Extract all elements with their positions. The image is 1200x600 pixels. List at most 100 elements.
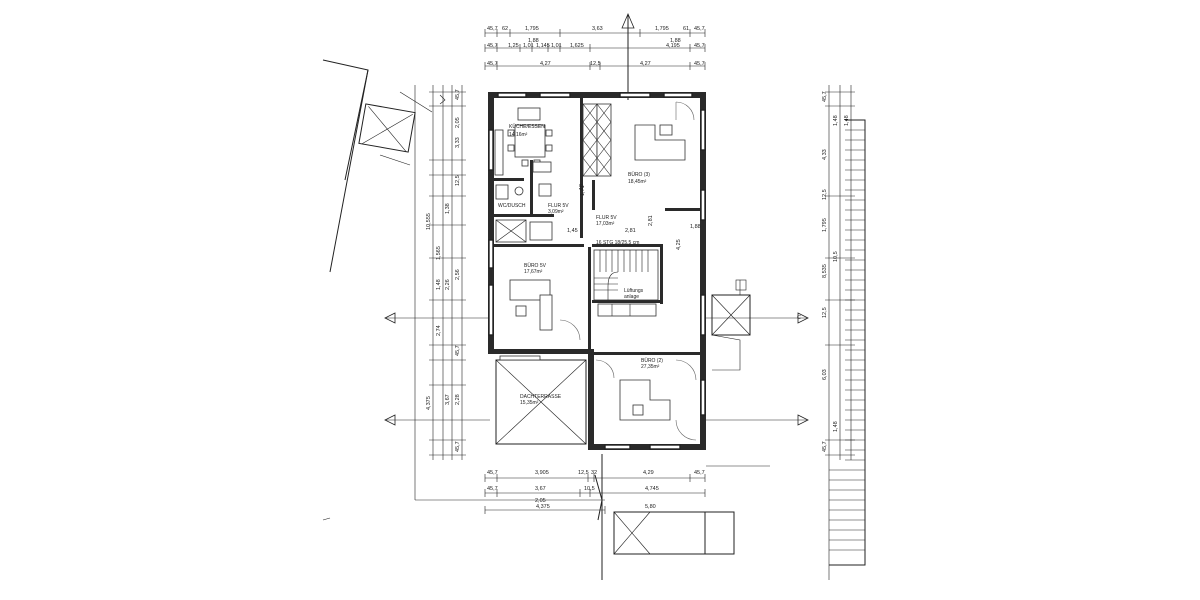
dim-bot-1: 45,7 [487,470,498,476]
dim-top-5: 1,795 [655,26,669,32]
right-dimension-lines: 45,7 1,48 4,33 12,5 1,795 8,535 10,5 12,… [822,85,866,580]
dim-top-8: 1,88 [528,38,539,44]
room-name-ventilation: Lüftungs [624,288,644,294]
wardrobe-storage [582,103,612,177]
dim-right-5: 1,795 [822,218,828,232]
dim-left-10: 2,74 [436,325,442,336]
dim-left-16: 2,56 [455,269,461,280]
dim-bot-8: 3,67 [535,486,546,492]
room-sub-ventilation: anlage [624,294,639,300]
dim-bot-11: 2,05 [535,498,546,504]
dim-left-2: 2,05 [455,117,461,128]
bottom-dimension-lines: 45,7 3,905 12,5 32 4,29 45,7 45,7 3,67 1… [484,470,706,514]
dim-top-11: 1,25 [508,43,519,49]
dim-int-1: 18 [579,184,585,190]
room-name-kitchen: KÜCHE/ESSEN [509,123,545,130]
dim-top-3: 1,795 [525,26,539,32]
interior-dimensions: 18 1,45 1,71 2,81 2,81 1,88 4,25 [567,184,701,250]
room-area-office-3: 18,45m² [628,179,647,185]
room-name-roof-terrace: DACHTERRASSE [520,394,562,400]
wc-fixtures [495,183,553,243]
dim-int-3: 1,71 [580,185,586,196]
room-name-wc: WC/DUSCH [498,203,526,209]
dim-int-4: 2,81 [625,228,636,234]
north-marker: C [797,315,801,321]
room-area-kitchen: 14,16m² [509,132,528,138]
roof-terrace [495,355,587,445]
left-dimension-lines: 45,7 2,05 3,33 12,5 1,38 10,555 1,565 2,… [384,85,605,501]
dim-left-4: 12,5 [455,175,461,186]
dim-int-7: 4,25 [676,239,682,250]
dim-bot-7: 45,7 [487,486,498,492]
dim-top-9: 1,88 [670,38,681,44]
dim-bot-2: 3,905 [535,470,549,476]
dim-right-7: 10,5 [833,251,839,262]
top-dimension-lines: 45,7 62 1,795 3,63 1,795 61 45,7 1,88 1,… [484,26,706,70]
dim-left-12: 4,375 [426,396,432,410]
right-structures: C [706,279,809,426]
dim-top-12: 1,01 [523,43,534,49]
dim-top-6: 61 [683,26,689,32]
dim-left-14: 2,28 [455,394,461,405]
room-area-office-4: 17,67m² [524,269,543,275]
stair [593,249,659,301]
dim-bot-10: 4,745 [645,486,659,492]
exterior-walls [488,92,706,450]
kitchen-fixtures [494,107,553,176]
office-3-furniture [634,101,695,161]
dim-right-12: 1,48 [844,115,850,126]
dim-top-7: 45,7 [694,26,705,32]
dim-bot-9: 10,5 [584,486,595,492]
dim-right-9: 6,03 [822,369,828,380]
dim-top-22: 45,7 [694,61,705,67]
dim-right-1: 45,7 [822,91,828,102]
dim-right-3: 4,33 [822,149,828,160]
dim-left-6: 10,555 [426,213,432,230]
dim-bot-4: 32 [591,470,597,476]
dim-top-20: 12,5 [590,61,601,67]
dim-left-1: 45,7 [455,89,461,100]
dim-top-13: 1,145 [536,43,550,49]
dim-int-5: 2,81 [648,215,654,226]
room-labels: KÜCHE/ESSEN 14,16m² BÜRO (3) 18,45m² WC/… [498,123,663,406]
dim-bot-3: 12,5 [578,470,589,476]
room-area-roof-terrace: 15,35m² [520,400,539,406]
dim-left-11: 45,7 [455,345,461,356]
dim-top-18: 45,7 [487,61,498,67]
dim-bot-6: 45,7 [694,470,705,476]
stair-label: 16 STG 18/25,5 cm [596,240,639,246]
dim-right-2: 1,48 [833,115,839,126]
dim-top-15: 1,625 [570,43,584,49]
dim-int-2: 1,45 [567,228,578,234]
dim-right-10: 1,48 [833,421,839,432]
room-area-office-2: 27,35m² [641,364,660,370]
dim-top-19: 4,27 [540,61,551,67]
dim-top-1: 45,7 [487,26,498,32]
dim-top-4: 3,63 [592,26,603,32]
dim-left-3: 3,33 [455,137,461,148]
dim-top-2: 62 [502,26,508,32]
dim-right-4: 12,5 [822,189,828,200]
room-area-corridor-5: 3,09m² [548,209,564,215]
ventilation-unit [597,303,657,317]
room-name-office-2: BÜRO (2) [641,357,663,364]
room-name-office-4: BÜRO 5V [524,262,547,269]
office-4-furniture [509,279,581,341]
dim-top-14: 1,01 [551,43,562,49]
dim-left-5: 1,38 [445,203,451,214]
section-marker-top [621,12,635,100]
dim-top-21: 4,27 [640,61,651,67]
dim-bot-5: 4,29 [643,470,654,476]
dim-left-7: 1,565 [436,246,442,260]
dim-top-10: 45,7 [487,43,498,49]
dim-right-6: 8,535 [822,264,828,278]
bottom-structures [322,454,770,580]
neighbour-structure-left [322,59,446,273]
interior-walls [494,98,700,355]
dim-bot-12: 4,375 [536,504,550,510]
dim-left-13: 3,67 [445,394,451,405]
room-area-corridor-6: 17,03m² [596,221,615,227]
dim-bot-13: 5,80 [645,504,656,510]
room-name-corridor-6: FLUR 5V [596,215,617,221]
dim-left-15: 45,7 [455,441,461,452]
